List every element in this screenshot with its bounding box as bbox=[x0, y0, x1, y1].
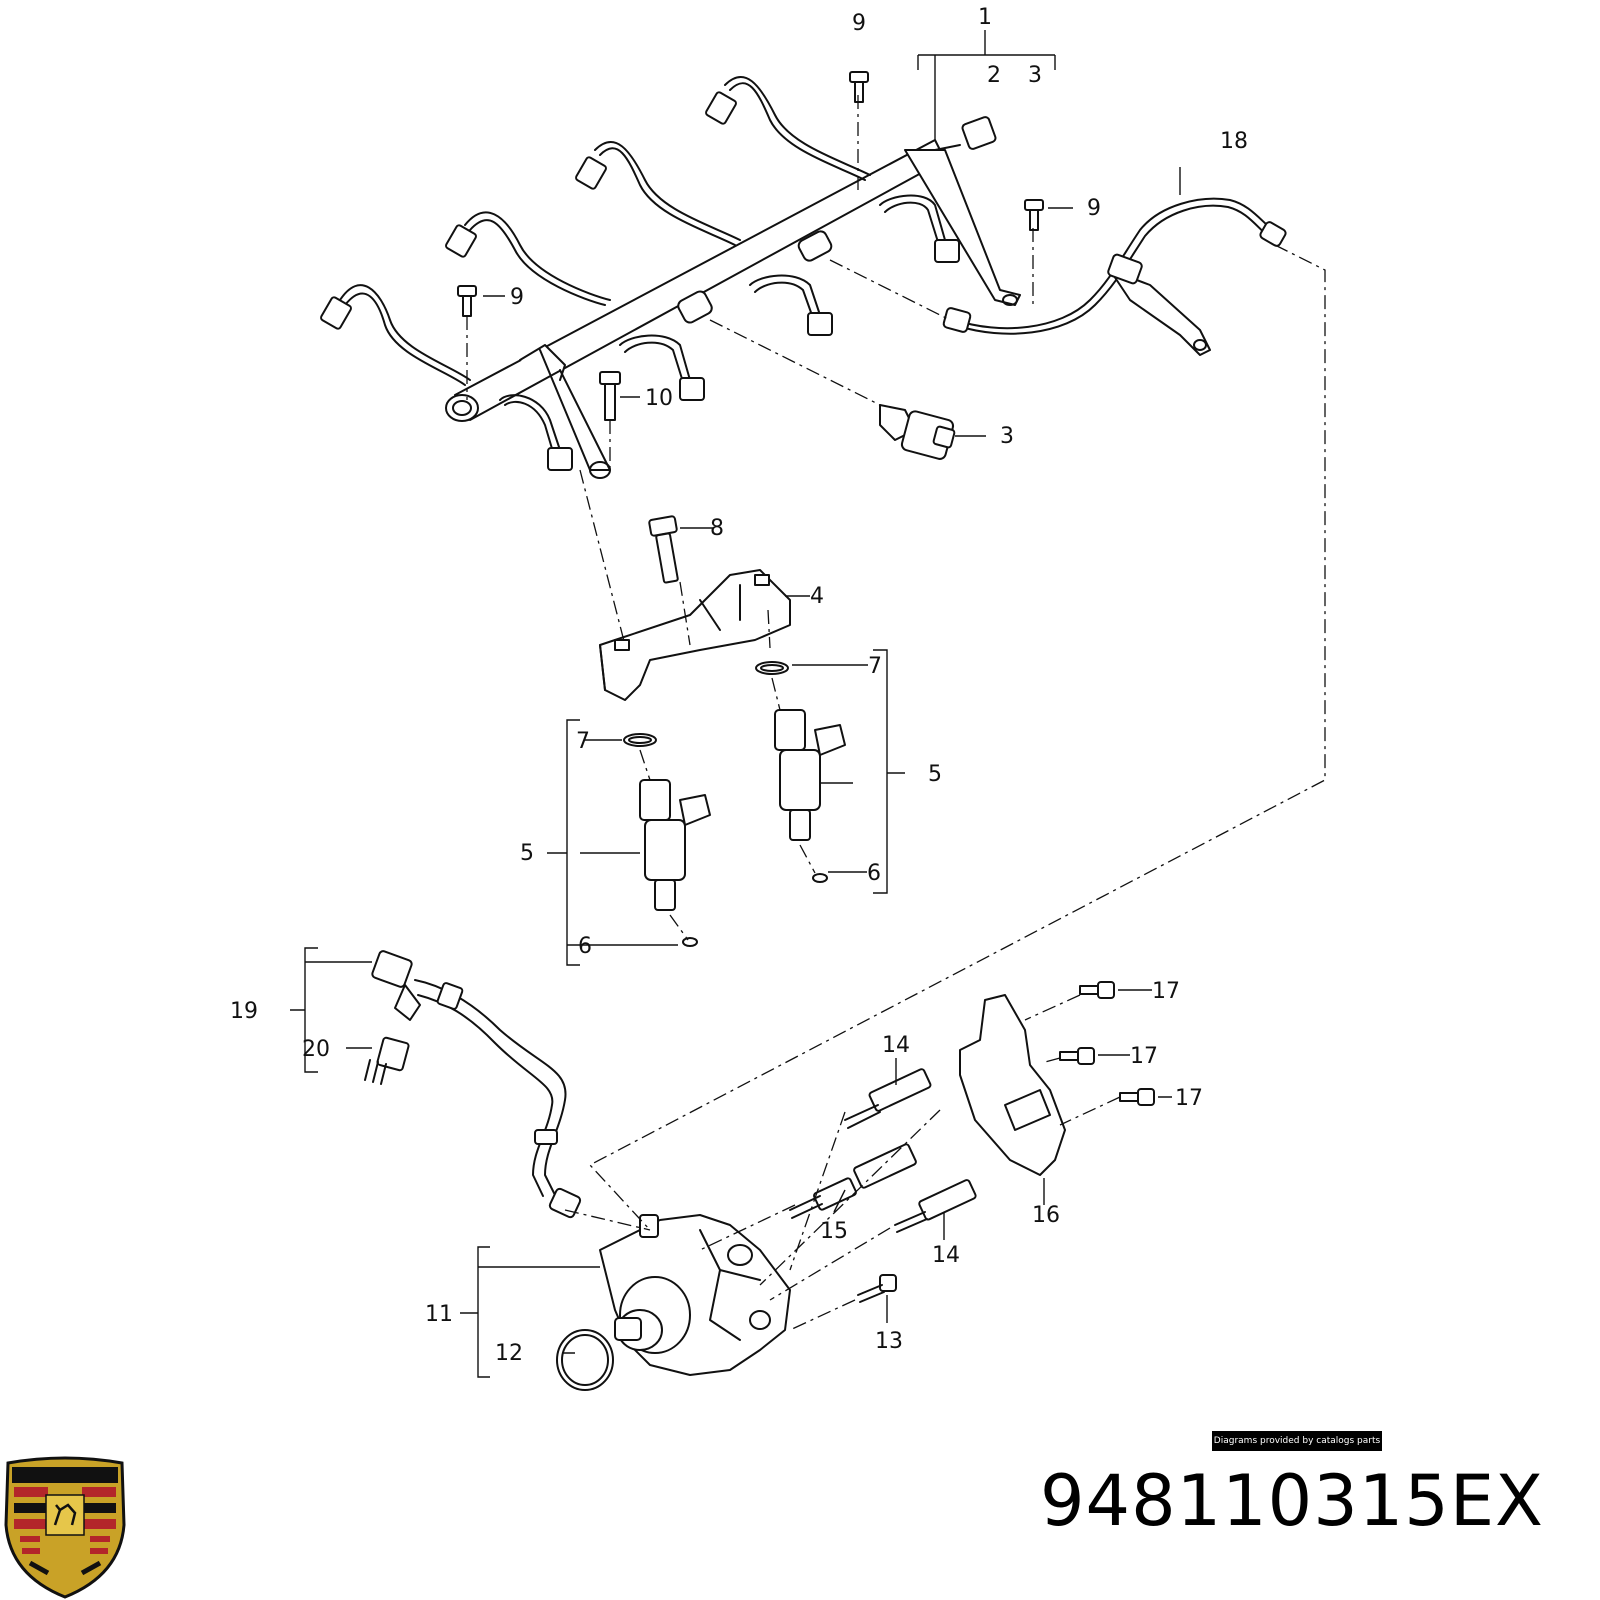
callout-5: 5 bbox=[928, 762, 942, 787]
pump-cover bbox=[959, 994, 1066, 1176]
callout-20: 20 bbox=[302, 1037, 330, 1062]
callout-4: 4 bbox=[810, 584, 824, 609]
bolt-8 bbox=[648, 515, 679, 584]
callout-9: 9 bbox=[510, 285, 524, 310]
callout-18: 18 bbox=[1220, 129, 1248, 154]
callout-9: 9 bbox=[852, 11, 866, 36]
fuel-pump bbox=[599, 1214, 791, 1376]
callout-17: 17 bbox=[1130, 1044, 1158, 1069]
pressure-sensor bbox=[879, 404, 956, 460]
callout-15: 15 bbox=[820, 1219, 848, 1244]
o-ring bbox=[556, 1329, 614, 1391]
callout-7: 7 bbox=[576, 729, 590, 754]
dash-dot-axes bbox=[466, 95, 1326, 1331]
injector-left bbox=[639, 779, 711, 911]
callout-5: 5 bbox=[520, 841, 534, 866]
rail-end-nut bbox=[961, 116, 997, 150]
return-line bbox=[942, 197, 1287, 356]
callout-6: 6 bbox=[867, 861, 881, 886]
porsche-crest-logo bbox=[4, 1456, 126, 1599]
callout-3: 3 bbox=[1000, 424, 1014, 449]
bolts-17 bbox=[1059, 981, 1155, 1106]
high-pressure-line bbox=[371, 950, 582, 1219]
callout-10: 10 bbox=[645, 386, 673, 411]
diagram-credit: Diagrams provided by catalogs parts bbox=[1212, 1431, 1382, 1451]
seal-rings bbox=[623, 661, 828, 947]
injector-right bbox=[774, 709, 846, 841]
studs bbox=[789, 1068, 977, 1233]
callout-17: 17 bbox=[1175, 1086, 1203, 1111]
bolt-13 bbox=[857, 1274, 897, 1303]
fuel-rail bbox=[445, 139, 1021, 479]
callout-11: 11 bbox=[425, 1302, 453, 1327]
callout-19: 19 bbox=[230, 999, 258, 1024]
leader-lines bbox=[290, 30, 1181, 1378]
callout-16: 16 bbox=[1032, 1203, 1060, 1228]
callout-13: 13 bbox=[875, 1329, 903, 1354]
callout-17: 17 bbox=[1152, 979, 1180, 1004]
pressure-switch bbox=[364, 1036, 410, 1085]
callout-1: 1 bbox=[978, 5, 992, 30]
injector-bracket bbox=[599, 569, 791, 701]
callout-6: 6 bbox=[578, 934, 592, 959]
callout-8: 8 bbox=[710, 516, 724, 541]
callout-2: 2 bbox=[987, 63, 1001, 88]
bolt-10 bbox=[599, 371, 621, 421]
callout-9: 9 bbox=[1087, 196, 1101, 221]
callout-3: 3 bbox=[1028, 63, 1042, 88]
part-number: 948110315EX bbox=[1040, 1460, 1545, 1542]
callout-7: 7 bbox=[868, 654, 882, 679]
callout-14: 14 bbox=[932, 1243, 960, 1268]
callout-12: 12 bbox=[495, 1341, 523, 1366]
callout-numbers: 1 2 3 9 18 9 9 10 3 8 4 7 7 5 5 6 6 19 2… bbox=[230, 5, 1248, 1366]
bolts-9 bbox=[457, 71, 1044, 317]
callout-14: 14 bbox=[882, 1033, 910, 1058]
injector-lines bbox=[320, 75, 960, 471]
